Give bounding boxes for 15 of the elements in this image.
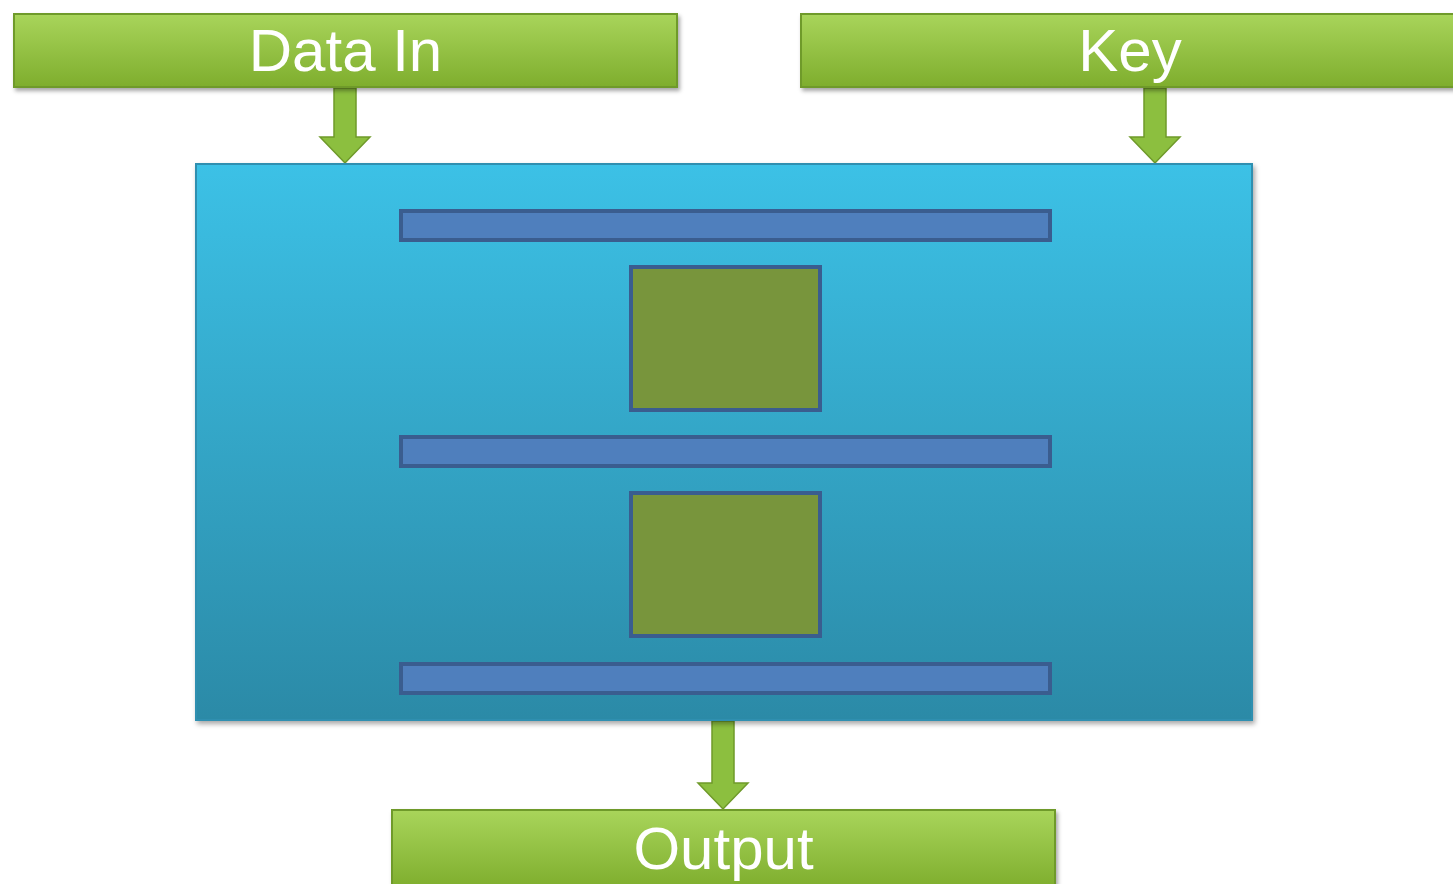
arrow (1128, 87, 1182, 165)
process-block (195, 163, 1253, 721)
arrow (696, 720, 750, 811)
banner-label: Output (633, 819, 814, 879)
title-banner (391, 809, 1056, 884)
title-banner (800, 13, 1453, 88)
process-block (629, 491, 822, 638)
process-block (629, 265, 822, 412)
layer-bar (399, 662, 1052, 695)
banner-label: Key (1078, 20, 1182, 81)
layer-bar (399, 209, 1052, 242)
title-banner (13, 13, 678, 88)
layer-bar (399, 435, 1052, 468)
arrow (318, 87, 372, 165)
banner-label: Data In (248, 20, 443, 81)
